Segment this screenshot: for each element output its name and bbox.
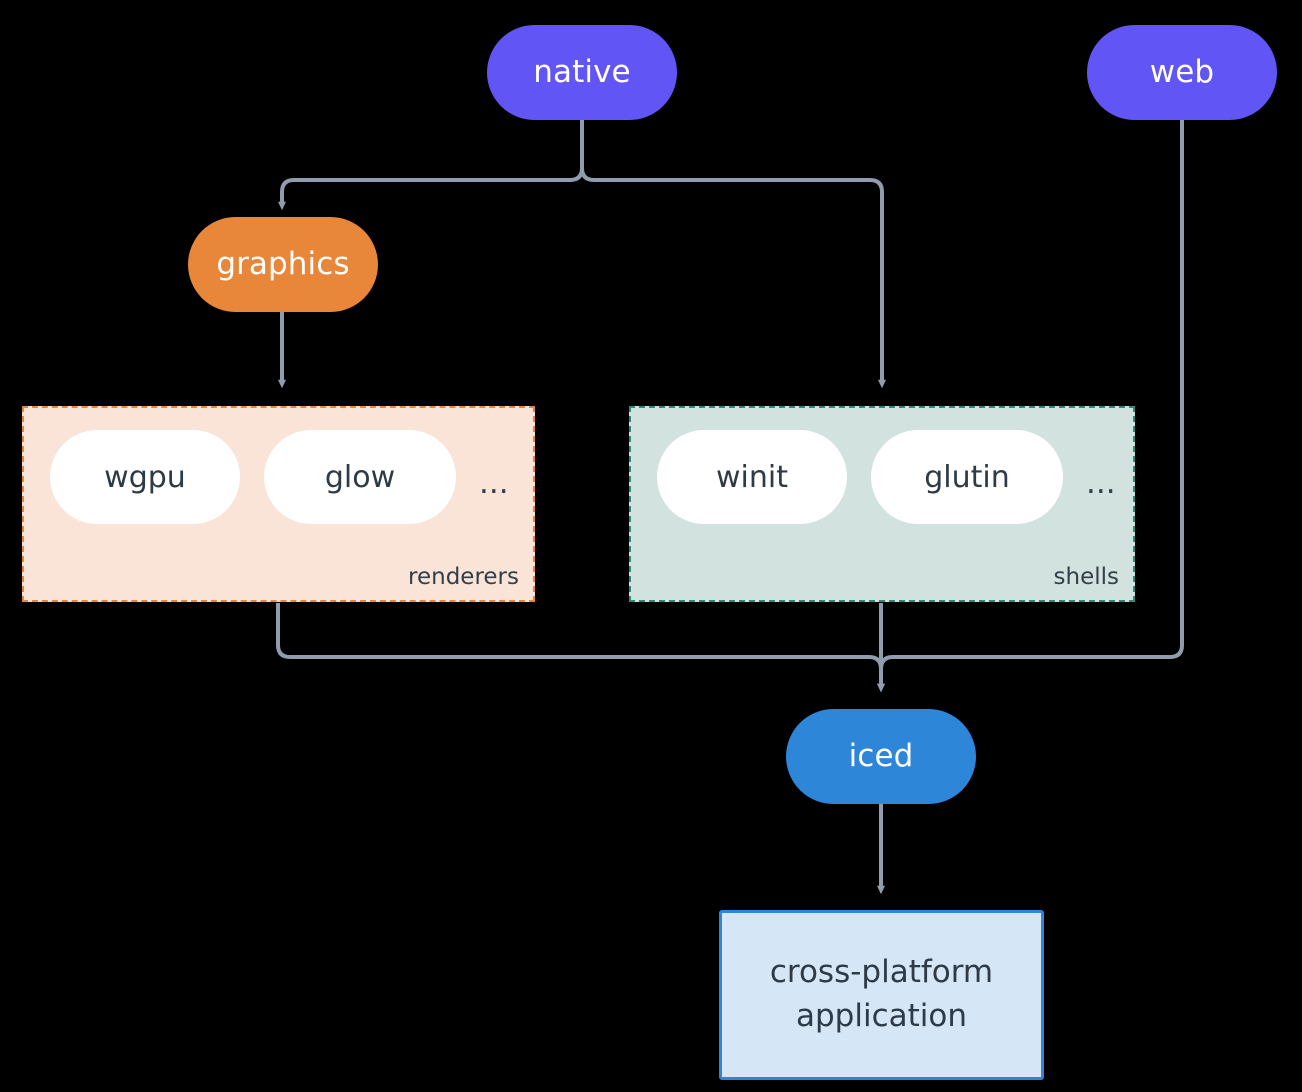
renderers-ellipsis: ... <box>479 465 509 501</box>
edge-web-iced <box>877 120 1184 693</box>
node-glutin[interactable]: glutin <box>871 430 1063 524</box>
subgraph-renderers[interactable]: wgpu glow ... renderers <box>22 406 535 602</box>
node-glutin-label: glutin <box>924 459 1010 495</box>
node-application-line2: application <box>796 998 967 1034</box>
edge-native-split <box>278 120 584 211</box>
node-graphics-label: graphics <box>216 245 350 282</box>
edge-renderers-iced <box>276 603 885 693</box>
node-winit[interactable]: winit <box>657 430 847 524</box>
node-native[interactable]: native <box>487 25 677 120</box>
subgraph-shells[interactable]: winit glutin ... shells <box>629 406 1135 602</box>
node-graphics[interactable]: graphics <box>188 217 378 312</box>
node-application[interactable]: cross-platform application <box>719 910 1044 1080</box>
node-web-label: web <box>1149 53 1215 90</box>
node-wgpu-label: wgpu <box>104 459 186 495</box>
node-glow-label: glow <box>324 459 396 495</box>
node-application-line1: cross-platform <box>769 954 994 991</box>
node-winit-label: winit <box>716 459 788 495</box>
node-iced[interactable]: iced <box>786 709 976 804</box>
node-iced-label: iced <box>848 737 914 774</box>
node-web[interactable]: web <box>1087 25 1277 120</box>
subgraph-shells-label: shells <box>1053 564 1119 590</box>
subgraph-renderers-label: renderers <box>408 564 519 590</box>
node-wgpu[interactable]: wgpu <box>50 430 240 524</box>
node-glow[interactable]: glow <box>264 430 456 524</box>
shells-ellipsis: ... <box>1086 465 1116 501</box>
node-native-label: native <box>533 53 631 90</box>
edge-native-shells <box>580 120 886 389</box>
